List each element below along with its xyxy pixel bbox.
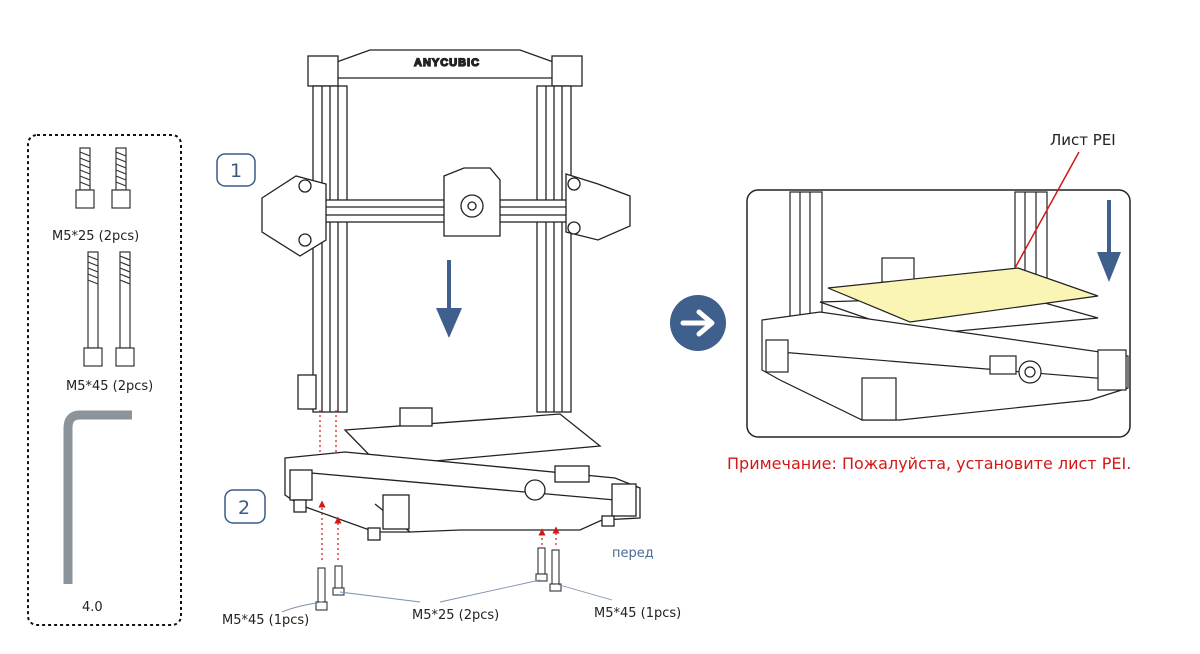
hex-key-icon — [63, 410, 132, 584]
m5x45-label: M5*45 (2pcs) — [66, 379, 153, 394]
pei-sheet — [827, 267, 1099, 323]
m5x25-label: M5*25 (2pcs) — [52, 229, 139, 244]
front-label: перед — [612, 546, 654, 561]
m5x45-screws-icon — [83, 251, 135, 367]
step-2-badge: 2 — [224, 489, 266, 524]
install-note: Примечание: Пожалуйста, установите лист … — [727, 454, 1131, 473]
pei-label: Лист PEI — [1050, 131, 1116, 149]
down-arrow-icon — [436, 260, 462, 338]
svg-text:2: 2 — [238, 497, 250, 519]
parts-box: M5*25 (2pcs) M5*45 (2pcs) 4.0 — [27, 134, 182, 626]
printer-base — [284, 407, 641, 541]
loose-screws-icon — [315, 547, 562, 611]
callout-middle-m5x25: M5*25 (2pcs) — [412, 608, 499, 623]
detail-panel — [746, 189, 1131, 438]
svg-text:1: 1 — [230, 160, 242, 182]
hex-key-label: 4.0 — [82, 600, 103, 615]
next-step-arrow-icon — [670, 295, 726, 351]
step-1-badge: 1 — [216, 153, 256, 187]
callout-lines — [281, 579, 613, 613]
gantry-frame: ANYCUBIC — [261, 49, 631, 413]
m5x25-screws-icon — [75, 147, 131, 209]
brand-label: ANYCUBIC — [414, 57, 480, 69]
screw-insert-arrows — [318, 500, 560, 560]
pei-pointer-line — [1014, 151, 1080, 269]
callout-left-m5x45: M5*45 (1pcs) — [222, 613, 309, 628]
callout-right-m5x45: M5*45 (1pcs) — [594, 606, 681, 621]
